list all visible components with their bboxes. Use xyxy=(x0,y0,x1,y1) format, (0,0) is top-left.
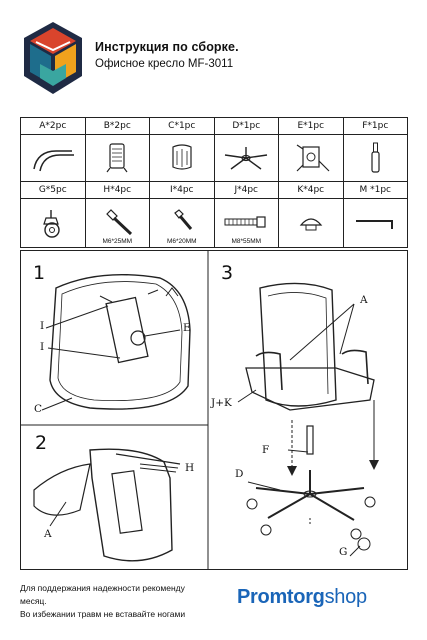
bolt-threaded-icon xyxy=(224,216,266,228)
part-cell-e xyxy=(278,134,344,182)
callout-j-k: J+K xyxy=(211,397,232,409)
bolt-long-icon xyxy=(106,209,133,236)
callout-c: C xyxy=(34,403,43,415)
callout-e: E xyxy=(183,322,191,334)
step3-drawing xyxy=(237,282,379,557)
part-label-m: M *1pc xyxy=(342,181,408,199)
callout-a-step2: A xyxy=(44,528,52,540)
part-cell-d xyxy=(213,134,279,182)
part-label-d: D*1pc xyxy=(213,117,279,135)
bolt-j-size: M8*55MM xyxy=(231,238,262,245)
base-icon xyxy=(225,147,268,170)
part-cell-b xyxy=(84,134,150,182)
step-3-number: 3 xyxy=(221,262,234,284)
part-cell-a xyxy=(20,134,86,182)
part-label-f: F*1pc xyxy=(342,117,408,135)
assembly-diagram xyxy=(20,250,408,570)
part-cell-j: M8*55MM xyxy=(213,198,279,248)
footer-line-2: месяц. xyxy=(20,596,47,606)
part-cell-m xyxy=(342,198,408,248)
part-label-g: G*5pc xyxy=(20,181,86,199)
brand-logo xyxy=(22,20,84,96)
brand-part-2: shop xyxy=(324,586,367,608)
page-subtitle: Офисное кресло MF-3011 xyxy=(95,58,234,70)
step-1-number: 1 xyxy=(33,262,46,284)
part-label-j: J*4pc xyxy=(213,181,279,199)
step-2-number: 2 xyxy=(35,432,48,454)
armrest-pad-icon xyxy=(106,143,128,173)
callout-a-step3: A xyxy=(360,294,368,306)
part-label-c: C*1pc xyxy=(149,117,215,135)
brand-watermark: Promtorgshop xyxy=(237,586,367,609)
part-label-b: B*2pc xyxy=(84,117,150,135)
callout-i-1: I xyxy=(40,320,45,332)
footer-line-1: Для поддержания надежности рекоменду xyxy=(20,583,185,593)
part-label-i: I*4pc xyxy=(149,181,215,199)
hex-key-icon xyxy=(356,220,394,229)
brand-part-1: Promtorg xyxy=(237,586,325,608)
page-title: Инструкция по сборке. xyxy=(95,40,239,54)
part-label-e: E*1pc xyxy=(278,117,344,135)
part-cell-g xyxy=(20,198,86,248)
callout-d: D xyxy=(235,468,244,480)
part-cell-k xyxy=(278,198,344,248)
part-label-h: H*4pc xyxy=(84,181,150,199)
step2-drawing xyxy=(33,448,181,562)
mechanism-icon xyxy=(296,144,330,172)
part-cell-f xyxy=(342,134,408,182)
part-cell-i: M6*20MM xyxy=(149,198,215,248)
part-label-a: A*2pc xyxy=(20,117,86,135)
part-cell-h: M6*25MM xyxy=(84,198,150,248)
footer-line-3: Во избежании травм не вставайте ногами xyxy=(20,609,186,619)
caster-icon xyxy=(42,210,60,238)
callout-g: G xyxy=(339,546,348,558)
callout-i-2: I xyxy=(40,341,45,353)
parts-table: A*2pc B*2pc C*1pc D*1pc E*1pc F*1pc xyxy=(20,117,408,248)
armrest-icon xyxy=(33,150,74,172)
part-cell-c xyxy=(149,134,215,182)
callout-f: F xyxy=(262,444,270,456)
bolt-h-size: M6*25MM xyxy=(102,238,133,245)
part-label-k: K*4pc xyxy=(278,181,344,199)
bolt-short-icon xyxy=(173,209,192,230)
seat-icon xyxy=(172,144,192,170)
gas-lift-icon xyxy=(371,142,380,173)
bolt-i-size: M6*20MM xyxy=(166,238,197,245)
step1-drawing xyxy=(41,273,191,411)
cap-icon xyxy=(299,218,323,231)
callout-h: H xyxy=(185,462,195,474)
